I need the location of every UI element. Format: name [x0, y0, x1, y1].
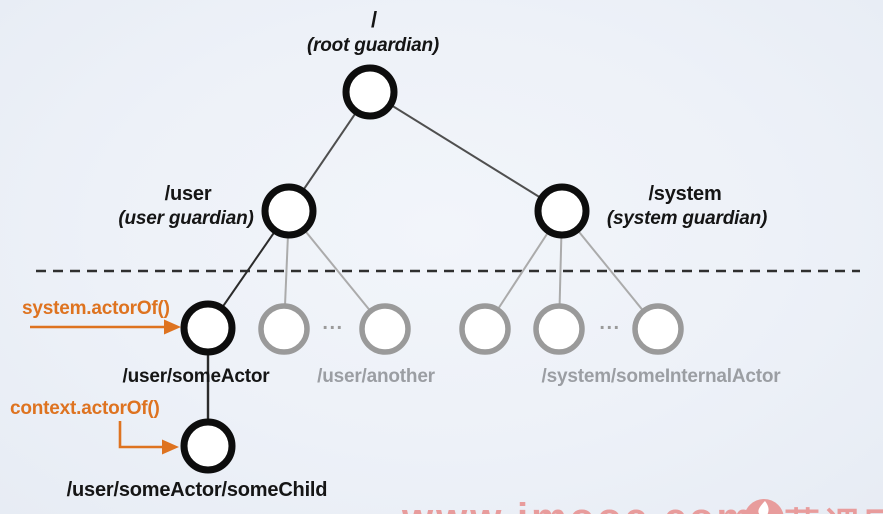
system-caption-label: (system guardian): [606, 208, 768, 229]
system-guardian-node: [534, 183, 590, 239]
user-child-node-1: [258, 303, 310, 355]
system-child-node-2: [533, 303, 585, 355]
root-path-label: /: [371, 7, 377, 32]
user-guardian-node: [261, 183, 317, 239]
somechild-node: [180, 418, 236, 474]
system-internal-node: [632, 303, 684, 355]
user-another-node: [359, 303, 411, 355]
imooc-logo: [744, 499, 784, 514]
system-actorof-label: system.actorOf(): [22, 298, 170, 319]
root-guardian-node: [342, 64, 398, 120]
user-caption-label: (user guardian): [118, 208, 254, 229]
system-internal-label: /system/someInternalActor: [541, 366, 781, 387]
edge-root-to-system: [369, 91, 563, 212]
system-path-label: /system: [648, 183, 722, 205]
someactor-node: [180, 300, 236, 356]
user-another-label: /user/another: [317, 366, 435, 387]
somechild-label: /user/someActor/someChild: [66, 479, 328, 501]
root-caption-label: (root guardian): [306, 35, 440, 56]
context-actorof-arrow: [118, 421, 179, 455]
context-actorof-label: context.actorOf(): [10, 398, 160, 419]
system-actorof-arrow: [30, 319, 181, 335]
system-child-node-1: [459, 303, 511, 355]
user-siblings-ellipsis: ...: [322, 312, 344, 334]
sail-icon: [758, 501, 769, 514]
system-siblings-ellipsis: ...: [599, 312, 621, 334]
watermark-site-text: www.imooc.com: [402, 496, 755, 514]
watermark-brand-text: 慕课网: [784, 497, 883, 514]
someactor-label: /user/someActor: [122, 366, 270, 387]
user-path-label: /user: [164, 183, 212, 205]
